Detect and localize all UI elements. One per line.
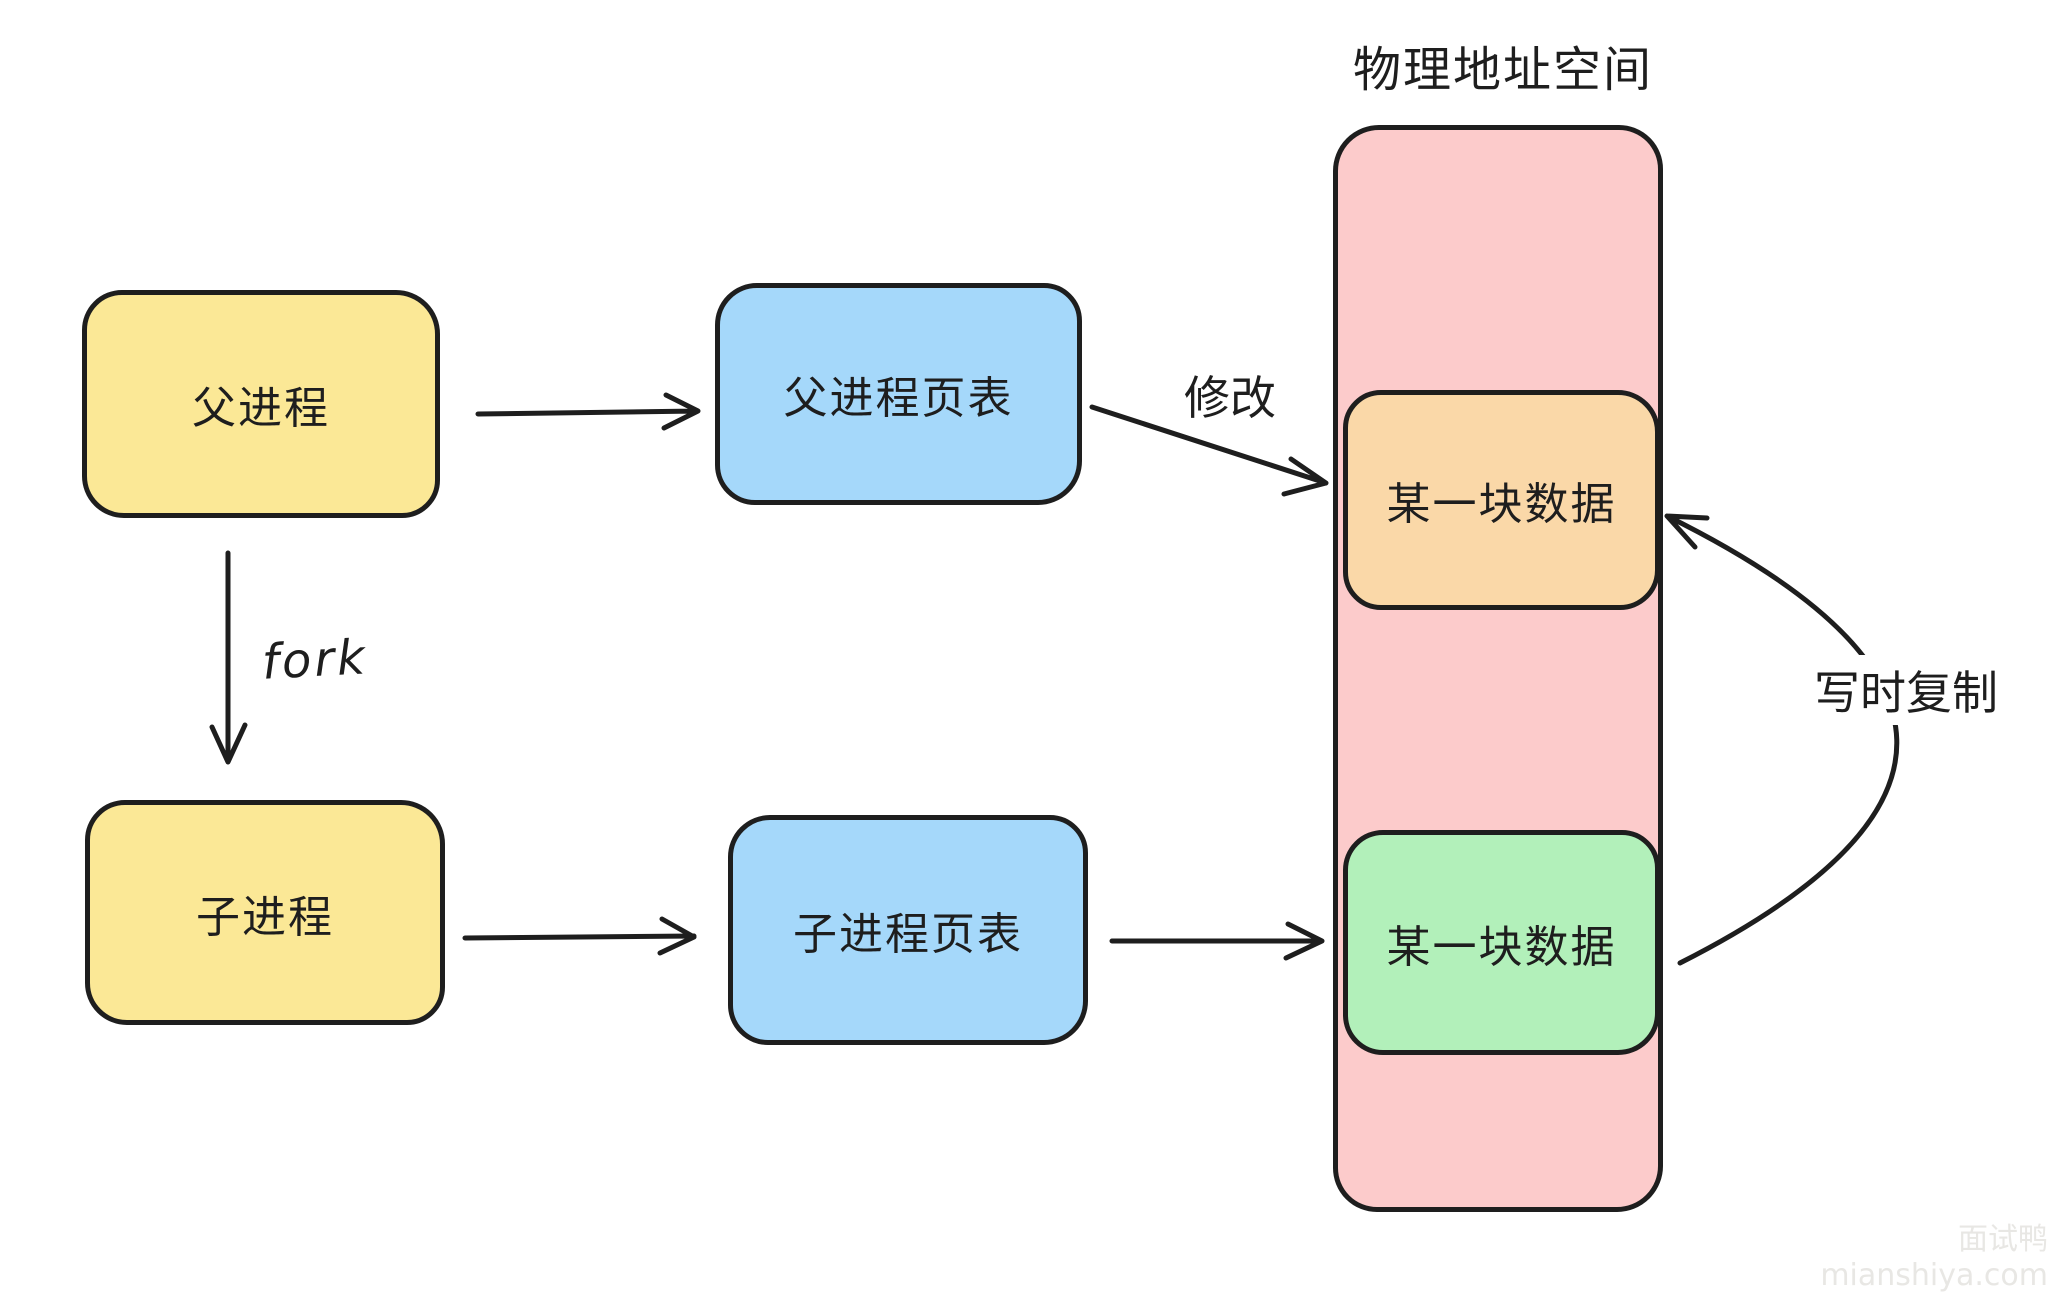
physical-address-space-title: 物理地址空间 xyxy=(1352,42,1653,98)
watermark-site: mianshiya.com xyxy=(1820,1258,2048,1293)
arrow-fork xyxy=(209,550,248,765)
copy-on-write-label: 写时复制 xyxy=(1808,655,2004,725)
arrow-child-to-child-pagetable xyxy=(462,916,697,956)
arrow-modify xyxy=(1089,404,1329,497)
child-page-table-box: 子进程页表 xyxy=(728,815,1088,1045)
child-process-box: 子进程 xyxy=(85,800,445,1025)
child-process-label: 子进程 xyxy=(196,891,334,943)
parent-page-table-box: 父进程页表 xyxy=(715,283,1082,505)
data-block-shared-label: 某一块数据 xyxy=(1386,921,1617,973)
fork-edge-label: fork xyxy=(260,629,370,691)
data-block-modified: 某一块数据 xyxy=(1343,390,1660,610)
arrow-copy-on-write xyxy=(1664,513,1900,966)
modify-edge-label: 修改 xyxy=(1184,371,1276,425)
arrow-child-pagetable-to-block xyxy=(1109,921,1325,961)
watermark: 面试鸭 mianshiya.com xyxy=(1820,1222,2048,1294)
parent-process-box: 父进程 xyxy=(82,290,440,518)
parent-process-label: 父进程 xyxy=(192,383,330,434)
data-block-shared: 某一块数据 xyxy=(1343,830,1660,1055)
child-page-table-label: 子进程页表 xyxy=(793,909,1023,960)
watermark-brand: 面试鸭 xyxy=(1958,1222,2048,1257)
data-block-modified-label: 某一块数据 xyxy=(1386,479,1617,530)
parent-page-table-label: 父进程页表 xyxy=(783,373,1014,424)
arrow-parent-to-parent-pagetable xyxy=(475,392,701,431)
